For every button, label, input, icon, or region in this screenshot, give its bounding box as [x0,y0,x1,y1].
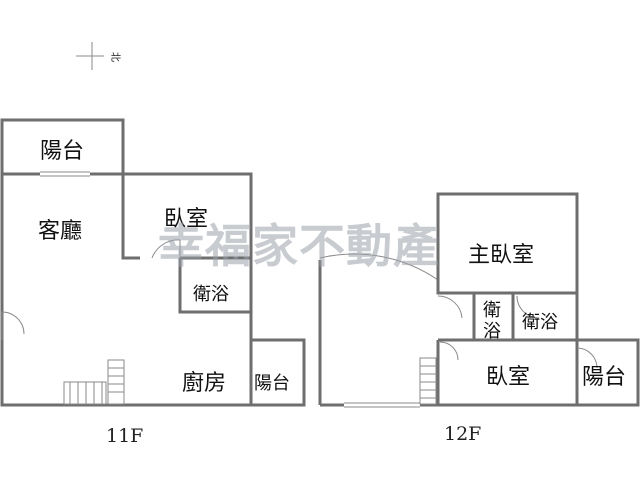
room-bedroom-11f: 臥室 [164,207,208,232]
room-living-11f: 客廳 [38,219,82,244]
room-bedroom-12f: 臥室 [486,365,530,390]
room-balcony-12f: 陽台 [582,365,626,390]
floor-11-plan: 陽台 客廳 臥室 衛浴 廚房 陽台 [0,118,306,407]
compass-icon: 北 [76,42,121,70]
floor-12-label: 12F [444,423,481,445]
floor-11-label: 11F [106,425,143,447]
room-balcony-top-11f: 陽台 [40,139,84,164]
room-bathroom-12f: 衛浴 [522,312,558,333]
room-kitchen-11f: 廚房 [182,371,226,396]
room-balcony-side-11f: 陽台 [254,373,290,394]
watermark: 幸福家不動產 [158,219,440,273]
room-bathroom-small-12f-line2: 浴 [483,321,501,342]
stairs-11f [63,359,125,405]
stairs-12f [419,357,437,405]
floor-12-plan: 主臥室 衛 浴 衛浴 臥室 陽台 [318,192,640,408]
compass-north-label: 北 [109,52,121,62]
room-bathroom-11f: 衛浴 [193,284,229,305]
room-bathroom-small-12f-line1: 衛 [483,300,501,321]
room-master-bedroom-12f: 主臥室 [468,243,534,268]
